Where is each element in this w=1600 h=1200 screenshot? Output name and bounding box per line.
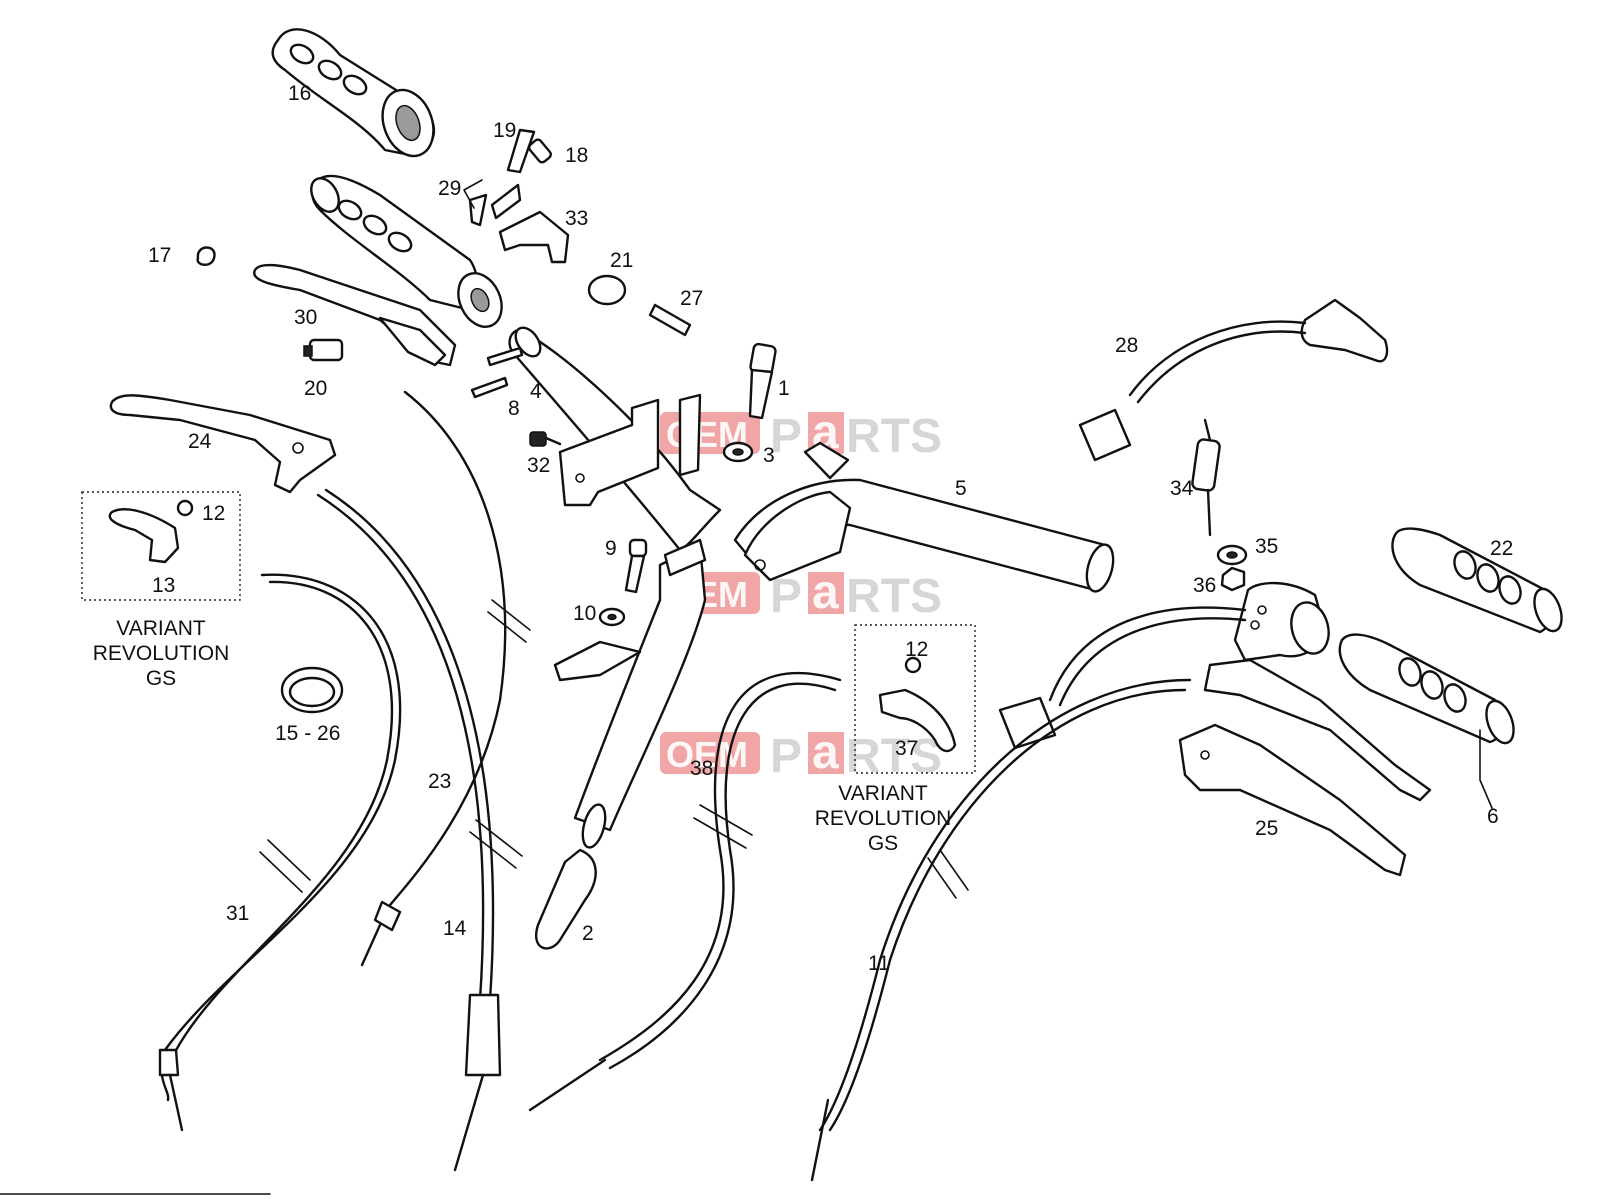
svg-text:P: P: [770, 730, 802, 783]
variant-right-line1: VARIANT: [838, 782, 928, 805]
callout-20: 20: [304, 377, 327, 400]
cable-31: [158, 573, 402, 1132]
callout-14: 14: [443, 917, 467, 940]
callout-36: 36: [1193, 574, 1216, 597]
callout-2: 2: [582, 922, 594, 945]
callout-4: 4: [530, 380, 542, 403]
watermark-top: OEM P a RTS: [660, 406, 942, 463]
callout-15-26: 15 - 26: [275, 722, 340, 745]
callout-37: 37: [895, 737, 918, 760]
callout-18: 18: [565, 144, 588, 167]
screws-4-8: [470, 346, 524, 399]
callout-5: 5: [955, 477, 967, 500]
callout-10: 10: [573, 602, 596, 625]
parts-17-21-27: [196, 246, 692, 337]
callout-9: 9: [605, 537, 617, 560]
svg-text:a: a: [812, 726, 839, 779]
callout-6: 6: [1487, 805, 1499, 828]
svg-text:P: P: [770, 410, 802, 463]
washer-10: [598, 607, 626, 627]
callout-11: 11: [868, 952, 890, 975]
variant-right-line2: REVOLUTION: [815, 807, 952, 830]
callout-21: 21: [610, 249, 633, 272]
handlebar: [508, 326, 1115, 950]
switch-28: [1078, 298, 1389, 462]
cable-14: [316, 488, 502, 1172]
callout-33: 33: [565, 207, 588, 230]
svg-text:RTS: RTS: [846, 730, 942, 783]
callout-27: 27: [680, 287, 703, 310]
cable-break-marks: [259, 599, 969, 899]
variant-left-line2: REVOLUTION: [93, 642, 230, 665]
callout-29: 29: [438, 177, 461, 200]
clamp-15-26: [280, 666, 344, 714]
left-lever-assembly: [253, 263, 457, 367]
variant-left-line3: GS: [146, 667, 176, 690]
grip-16: [271, 28, 435, 158]
brake-lever-24: [109, 394, 337, 494]
variant-label-right: VARIANT REVOLUTION GS: [815, 782, 952, 855]
callout-25: 25: [1255, 817, 1278, 840]
pin-34: [1191, 418, 1221, 537]
cable-23: [360, 390, 507, 967]
variant-right-line3: GS: [868, 832, 898, 855]
cable-11: [810, 678, 1192, 1182]
callout-30: 30: [294, 306, 317, 329]
callout-labels: 1 2 3 4 5 6 8 9 10 11 12 12 13 14 15 - 2…: [148, 82, 1513, 975]
parts-18-19-29-33: [468, 128, 570, 264]
right-lever-assembly: [1178, 581, 1432, 877]
cable-38: [528, 671, 842, 1112]
callout-3: 3: [763, 444, 775, 467]
callout-32: 32: [527, 454, 550, 477]
watermark-bottom: OEM P a RTS: [660, 726, 942, 783]
leader-lines: [0, 179, 1493, 1195]
variant-left-line1: VARIANT: [116, 617, 206, 640]
svg-text:RTS: RTS: [846, 570, 942, 623]
callout-12a: 12: [202, 502, 225, 525]
washer-35-nut-36: [1216, 544, 1248, 592]
callout-28: 28: [1115, 334, 1138, 357]
callout-12b: 12: [905, 638, 928, 661]
variant-box-right: [854, 624, 976, 774]
callout-13: 13: [152, 574, 175, 597]
washer-3: [722, 441, 754, 463]
callout-23: 23: [428, 770, 451, 793]
bolt-1: [748, 342, 777, 420]
svg-text:OEM: OEM: [666, 734, 748, 775]
variant-label-left: VARIANT REVOLUTION GS: [93, 617, 230, 690]
grip-6: [1338, 633, 1515, 745]
callout-16: 16: [288, 82, 311, 105]
callout-35: 35: [1255, 535, 1278, 558]
callout-24: 24: [188, 430, 212, 453]
callout-1: 1: [778, 377, 790, 400]
callout-38: 38: [690, 757, 713, 780]
callout-17: 17: [148, 244, 171, 267]
svg-text:RTS: RTS: [846, 410, 942, 463]
bolt-9: [624, 538, 648, 594]
clip-20: [303, 338, 344, 362]
variant-box-left: [81, 491, 241, 601]
svg-text:a: a: [812, 566, 839, 619]
grip-22: [1391, 527, 1563, 634]
callout-34: 34: [1170, 477, 1194, 500]
throttle-grip-assembly: [310, 174, 503, 328]
connector-right: [998, 606, 1247, 750]
screw-32: [529, 431, 562, 447]
callout-22: 22: [1490, 537, 1513, 560]
callout-19: 19: [493, 119, 516, 142]
callout-8: 8: [508, 397, 520, 420]
callout-31: 31: [226, 902, 249, 925]
